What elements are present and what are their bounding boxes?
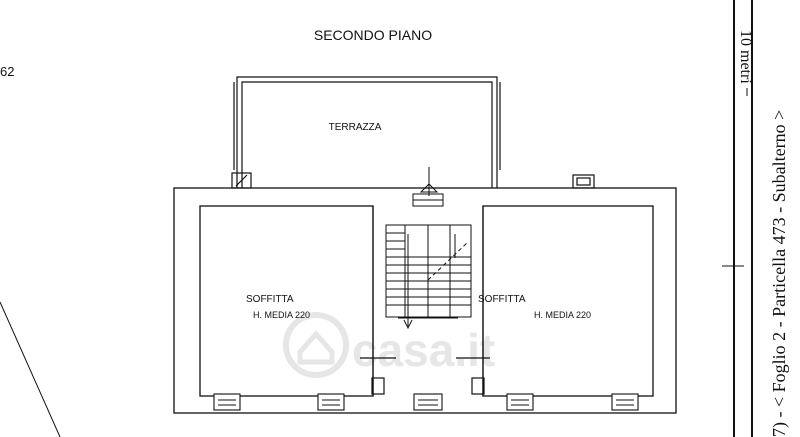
cadastral-reference: 7) - < Foglio 2 - Particella 473 - Subal… (769, 110, 790, 437)
watermark-logo-icon (283, 312, 349, 378)
room-height-left: H. MEDIA 220 (253, 310, 310, 320)
partitions (360, 206, 490, 396)
room-label-terrazza: TERRAZZA (329, 122, 382, 133)
room-label-soffitta-left: SOFFITTA (246, 294, 294, 305)
watermark-house-icon (297, 330, 335, 365)
staircase (385, 224, 472, 330)
chimney-vents (231, 172, 595, 189)
terrace (233, 76, 501, 188)
cadastral-frame (722, 0, 753, 437)
room-height-right: H. MEDIA 220 (534, 310, 591, 320)
property-boundary-line (0, 301, 61, 437)
watermark: casa.it (283, 312, 495, 378)
room-label-soffitta-right: SOFFITTA (478, 294, 526, 305)
margin-number: 62 (0, 64, 14, 79)
scale-label: 10 metri (737, 30, 754, 84)
roof-hatch (412, 167, 444, 207)
plan-title: SECONDO PIANO (314, 27, 432, 43)
watermark-text: casa.it (352, 324, 495, 376)
facade-windows (213, 393, 639, 411)
